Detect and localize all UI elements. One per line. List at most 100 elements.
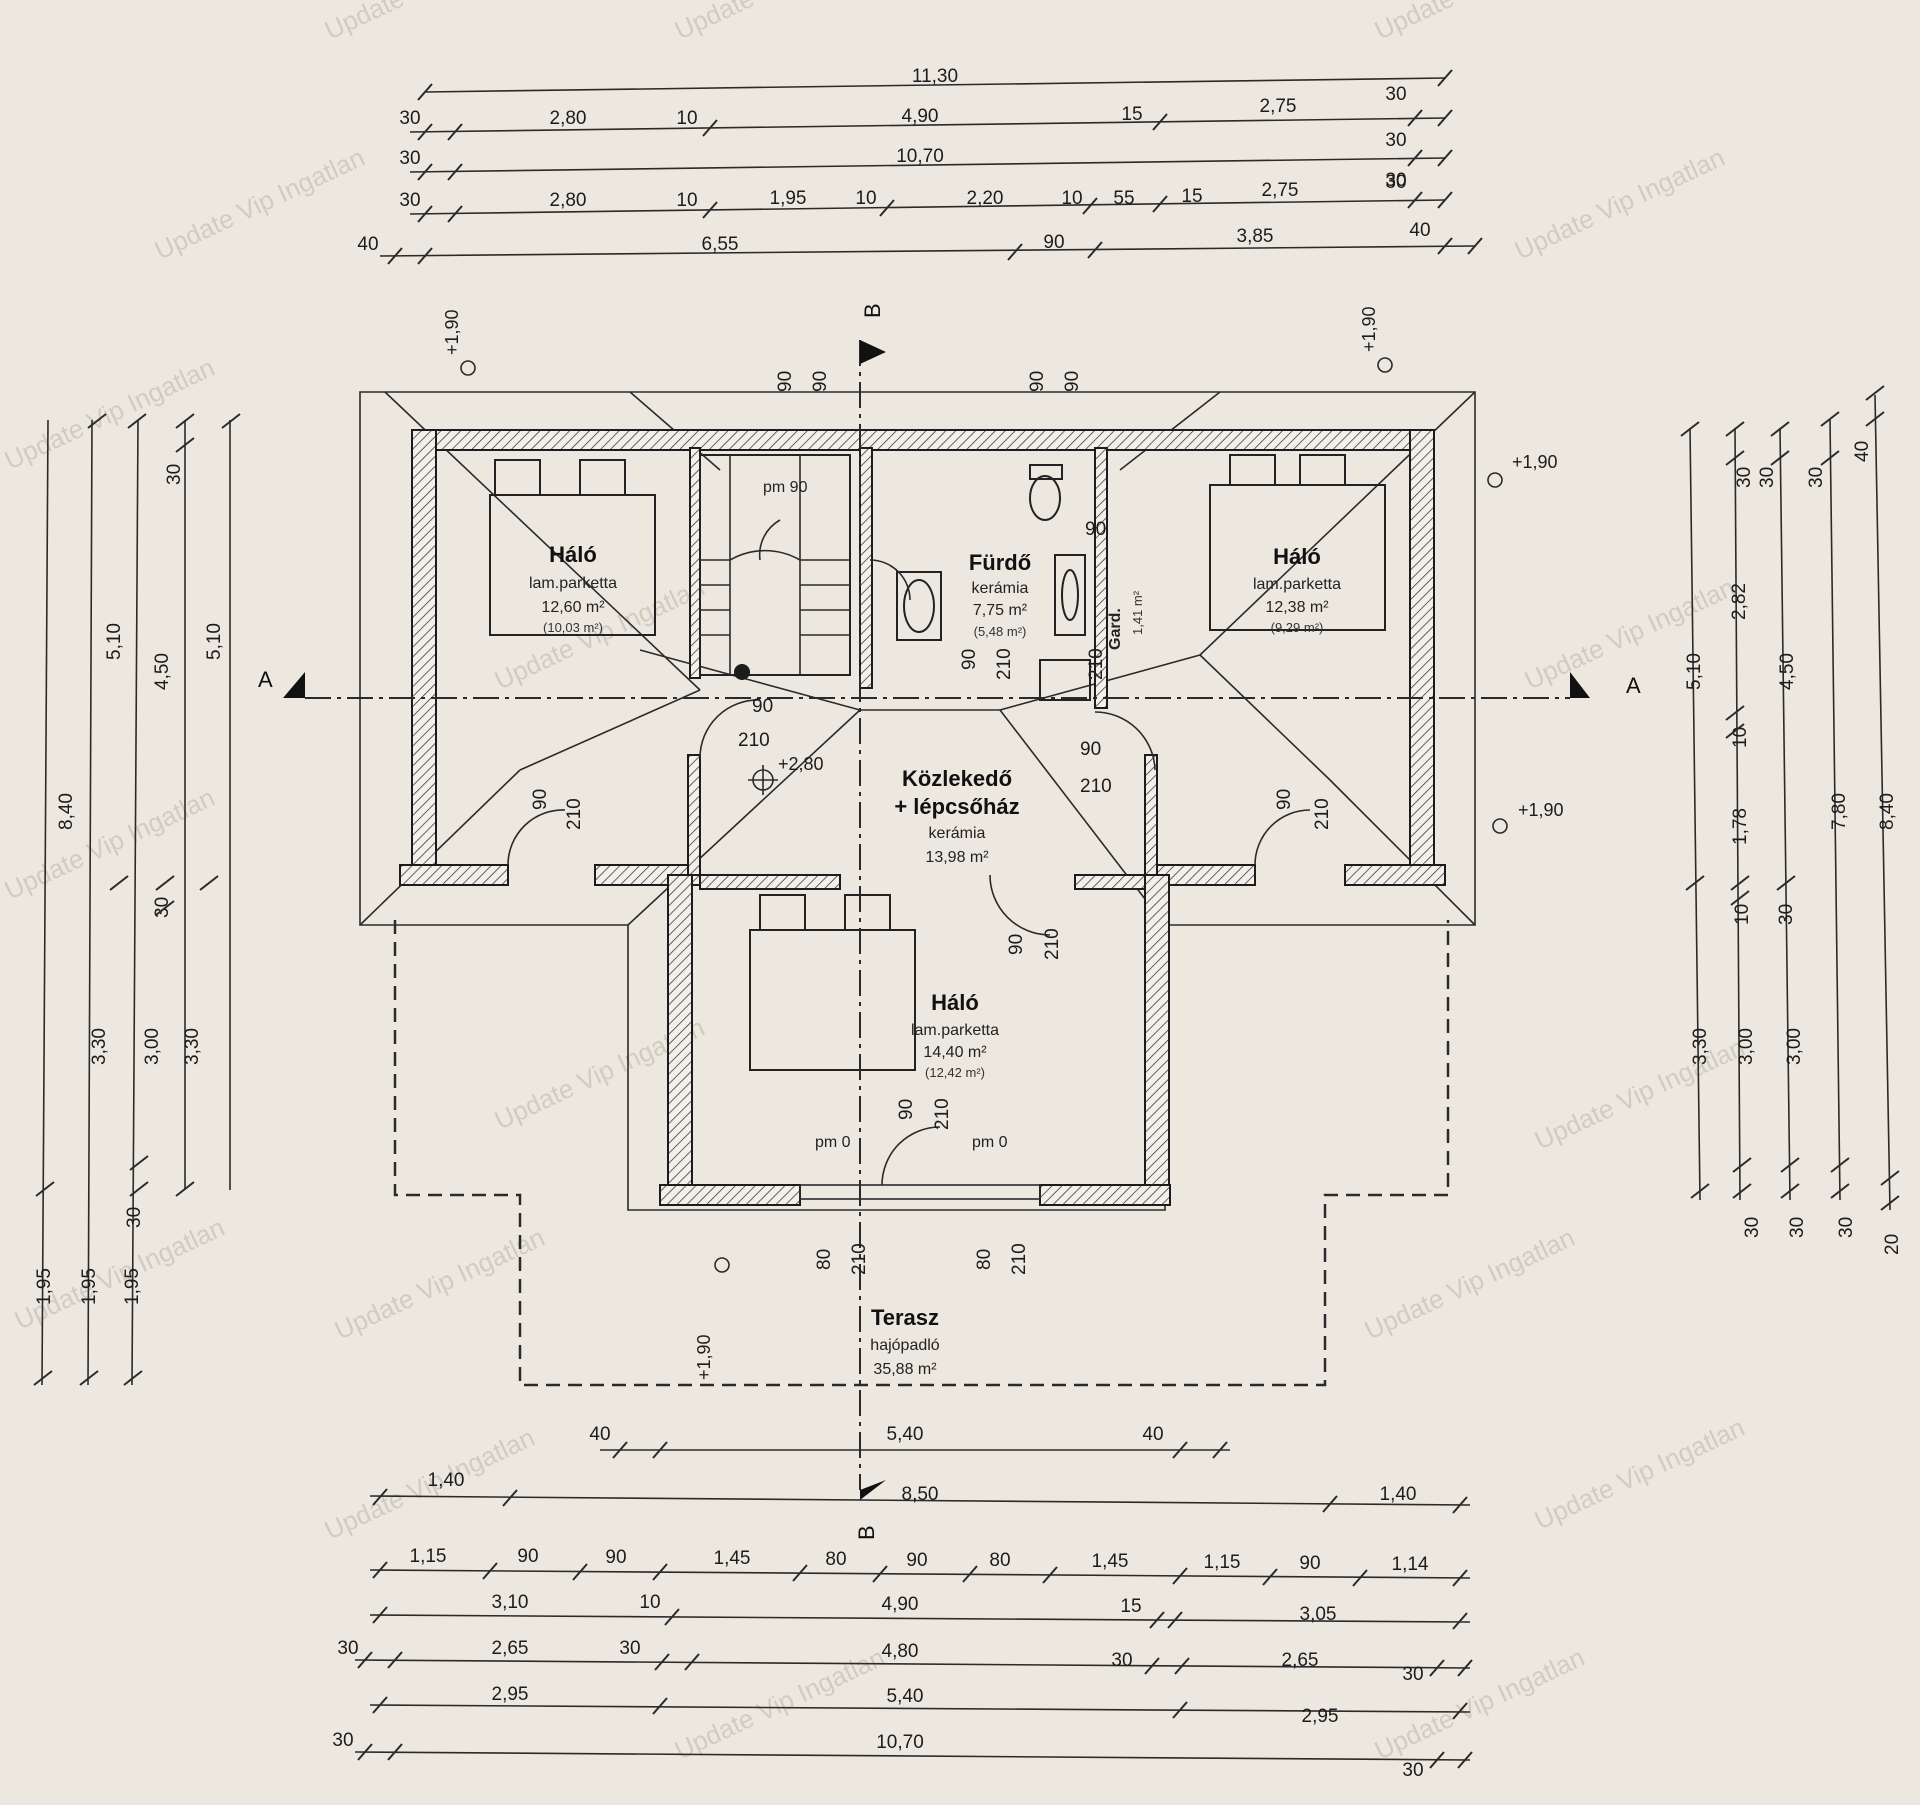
svg-text:2,75: 2,75 bbox=[1262, 180, 1299, 201]
svg-text:1,95: 1,95 bbox=[122, 1268, 143, 1305]
svg-text:30: 30 bbox=[399, 148, 420, 169]
svg-text:30: 30 bbox=[1742, 1217, 1763, 1238]
sink bbox=[1054, 554, 1086, 636]
svg-text:1,95: 1,95 bbox=[79, 1268, 100, 1305]
level-marks: +1,90 +1,90 +1,90 +1,90 +2,80 +1,90 pm 9… bbox=[442, 306, 1564, 1380]
top-dimension-chains: 11,30 30 30 2,80 10 4,90 15 2,75 30 30 1… bbox=[357, 66, 1483, 265]
svg-text:10: 10 bbox=[1061, 188, 1082, 209]
svg-text:1,14: 1,14 bbox=[1392, 1554, 1429, 1575]
level-top-right: +1,90 bbox=[1359, 306, 1379, 352]
svg-text:2,80: 2,80 bbox=[550, 108, 587, 129]
svg-text:30: 30 bbox=[1806, 467, 1827, 488]
svg-text:10: 10 bbox=[855, 188, 876, 209]
svg-text:210: 210 bbox=[1009, 1243, 1030, 1275]
svg-text:90: 90 bbox=[1080, 739, 1101, 760]
level-top-left: +1,90 bbox=[442, 309, 462, 355]
svg-text:3,00: 3,00 bbox=[142, 1028, 163, 1065]
svg-text:90: 90 bbox=[1062, 371, 1083, 392]
svg-text:2,75: 2,75 bbox=[1260, 96, 1297, 117]
svg-text:30: 30 bbox=[1385, 84, 1406, 105]
room-furdo-area: 7,75 m² bbox=[973, 602, 1028, 619]
svg-text:2,95: 2,95 bbox=[492, 1684, 529, 1705]
svg-text:15: 15 bbox=[1121, 104, 1142, 125]
svg-text:3,30: 3,30 bbox=[182, 1028, 203, 1065]
room-halo-left-area: 12,60 m² bbox=[541, 599, 605, 616]
bed-bottom bbox=[749, 929, 916, 1071]
svg-text:30: 30 bbox=[1385, 172, 1406, 193]
svg-text:90: 90 bbox=[810, 371, 831, 392]
svg-text:90: 90 bbox=[530, 789, 551, 810]
furniture bbox=[489, 454, 1386, 1071]
room-halo-right-area: 12,38 m² bbox=[1265, 599, 1329, 616]
svg-text:1,40: 1,40 bbox=[1380, 1484, 1417, 1505]
room-furdo-floor: kerámia bbox=[972, 580, 1029, 597]
svg-text:30: 30 bbox=[1402, 1664, 1423, 1685]
room-furdo-name: Fürdő bbox=[969, 550, 1031, 575]
svg-text:1,78: 1,78 bbox=[1730, 808, 1751, 845]
svg-text:210: 210 bbox=[849, 1243, 870, 1275]
svg-text:1,40: 1,40 bbox=[428, 1470, 465, 1491]
room-terasz-floor: hajópadló bbox=[870, 1337, 940, 1354]
svg-text:10,70: 10,70 bbox=[876, 1732, 924, 1753]
section-a-left: A bbox=[258, 667, 273, 692]
svg-text:80: 80 bbox=[814, 1249, 835, 1270]
svg-text:5,10: 5,10 bbox=[104, 623, 125, 660]
level-right-upper: +1,90 bbox=[1512, 452, 1558, 472]
svg-text:30: 30 bbox=[124, 1207, 145, 1228]
right-dimension-chains: 5,10 3,30 30 2,82 10 1,78 10 3,00 30 30 … bbox=[1680, 385, 1903, 1255]
svg-text:90: 90 bbox=[906, 1550, 927, 1571]
svg-text:3,05: 3,05 bbox=[1300, 1604, 1337, 1625]
svg-text:1,15: 1,15 bbox=[410, 1546, 447, 1567]
pm-right: pm 0 bbox=[972, 1134, 1008, 1151]
svg-text:2,95: 2,95 bbox=[1302, 1706, 1339, 1727]
svg-text:4,80: 4,80 bbox=[882, 1641, 919, 1662]
svg-text:210: 210 bbox=[1042, 928, 1063, 960]
svg-text:80: 80 bbox=[825, 1549, 846, 1570]
svg-text:30: 30 bbox=[619, 1638, 640, 1659]
room-terasz-name: Terasz bbox=[871, 1305, 939, 1330]
svg-text:90: 90 bbox=[1085, 519, 1106, 540]
svg-text:90: 90 bbox=[896, 1099, 917, 1120]
room-halo-right-area2: (9,29 m²) bbox=[1271, 620, 1324, 635]
svg-text:20: 20 bbox=[1882, 1234, 1903, 1255]
svg-text:11,30: 11,30 bbox=[912, 66, 958, 87]
bed-left bbox=[489, 494, 656, 636]
level-right-lower: +1,90 bbox=[1518, 800, 1564, 820]
svg-text:40: 40 bbox=[1409, 220, 1430, 241]
svg-text:10,70: 10,70 bbox=[896, 146, 944, 167]
svg-text:30: 30 bbox=[152, 897, 173, 918]
room-gard-area: 1,41 m² bbox=[1130, 590, 1145, 635]
svg-text:3,10: 3,10 bbox=[492, 1592, 529, 1613]
svg-text:210: 210 bbox=[994, 648, 1015, 680]
svg-text:30: 30 bbox=[1836, 1217, 1857, 1238]
pm-stair: pm 90 bbox=[763, 479, 808, 496]
svg-text:3,30: 3,30 bbox=[89, 1028, 110, 1065]
section-lines bbox=[283, 340, 1590, 1500]
svg-text:30: 30 bbox=[337, 1638, 358, 1659]
svg-text:210: 210 bbox=[738, 730, 770, 751]
svg-text:2,20: 2,20 bbox=[967, 188, 1004, 209]
room-halo-right-name: Háló bbox=[1273, 544, 1321, 569]
room-halo-bottom-floor: lam.parketta bbox=[911, 1022, 999, 1039]
svg-text:210: 210 bbox=[1312, 798, 1333, 830]
svg-text:210: 210 bbox=[1080, 776, 1112, 797]
svg-text:80: 80 bbox=[974, 1249, 995, 1270]
svg-text:6,55: 6,55 bbox=[702, 234, 739, 255]
room-terasz-area: 35,88 m² bbox=[873, 1361, 937, 1378]
svg-text:1,95: 1,95 bbox=[34, 1268, 55, 1305]
pm-left: pm 0 bbox=[815, 1134, 851, 1151]
svg-text:30: 30 bbox=[399, 190, 420, 211]
terrace-outline bbox=[393, 920, 1450, 1387]
svg-text:2,65: 2,65 bbox=[1282, 1650, 1319, 1671]
svg-text:10: 10 bbox=[639, 1592, 660, 1613]
svg-text:10: 10 bbox=[1732, 904, 1753, 925]
svg-text:5,40: 5,40 bbox=[887, 1686, 924, 1707]
svg-text:30: 30 bbox=[1734, 467, 1755, 488]
svg-text:15: 15 bbox=[1181, 186, 1202, 207]
section-b-top: B bbox=[860, 303, 885, 318]
svg-text:30: 30 bbox=[332, 1730, 353, 1751]
walls bbox=[399, 429, 1446, 1206]
svg-text:1,15: 1,15 bbox=[1204, 1552, 1241, 1573]
svg-text:10: 10 bbox=[676, 190, 697, 211]
